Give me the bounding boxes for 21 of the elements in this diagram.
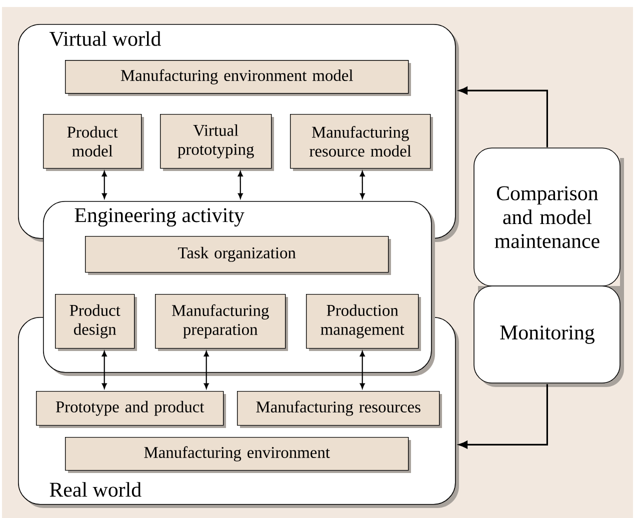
process-box: Manufacturing resource model bbox=[290, 114, 433, 171]
arrow bbox=[360, 350, 365, 389]
process-box: Product design bbox=[55, 294, 137, 351]
arrow bbox=[204, 350, 209, 389]
process-box: Monitoring bbox=[474, 286, 624, 387]
arrow bbox=[458, 86, 548, 148]
process-box: Manufacturing environment model bbox=[65, 60, 411, 96]
process-box: Manufacturing resources bbox=[237, 390, 442, 428]
arrow bbox=[102, 170, 107, 199]
arrow bbox=[102, 350, 107, 389]
process-box: Manufacturing preparation bbox=[155, 294, 288, 351]
process-box: Task organization bbox=[85, 236, 391, 275]
process-box: Manufacturing environment bbox=[65, 436, 411, 473]
process-box: Prototype and product bbox=[36, 390, 226, 428]
process-box: Virtual prototyping bbox=[160, 114, 274, 171]
process-box: Product model bbox=[43, 114, 144, 171]
process-box: Production management bbox=[306, 294, 421, 351]
arrow bbox=[458, 384, 548, 449]
arrow bbox=[360, 170, 365, 199]
process-box: Comparison and model maintenance bbox=[474, 148, 624, 286]
arrow bbox=[238, 170, 243, 199]
